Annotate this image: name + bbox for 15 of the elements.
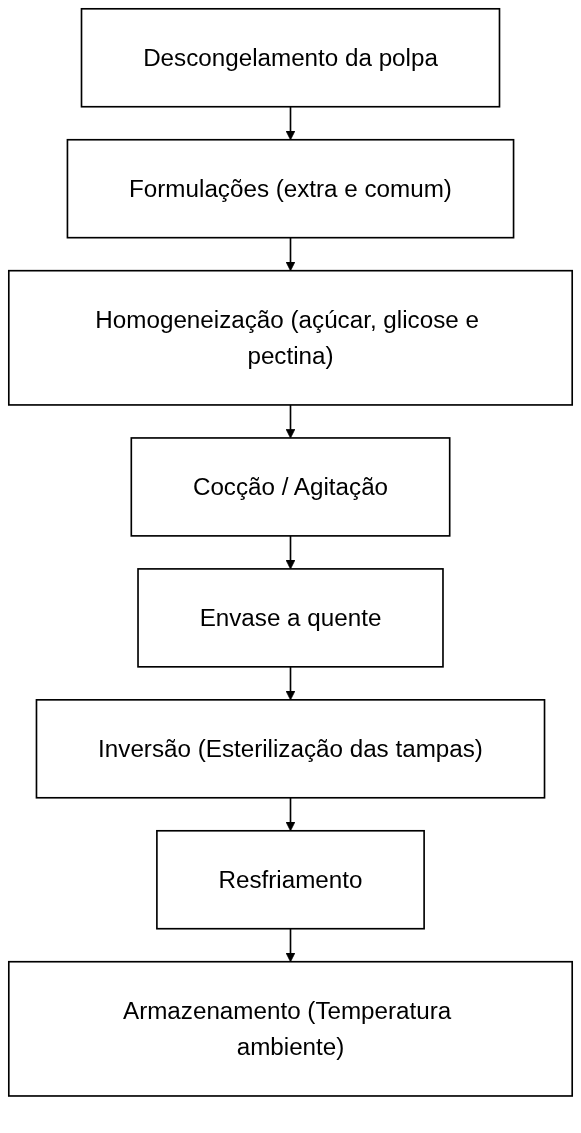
arrow — [285, 927, 296, 963]
arrow — [285, 404, 296, 439]
arrow — [285, 535, 296, 570]
node-box: Formulações (extra e comum) — [66, 138, 515, 239]
node-box: Inversão (Esterilização das tampas) — [35, 699, 546, 799]
node-box: Armazenamento (Temperatura ambiente) — [7, 960, 574, 1097]
arrow — [285, 796, 296, 832]
node-box: Resfriamento — [156, 829, 425, 930]
arrow — [285, 236, 296, 272]
node-box: Envase a quente — [137, 568, 444, 668]
node-box: Homogeneização (açúcar, glicose e pectina) — [7, 269, 574, 406]
node-box: Descongelamento da polpa — [80, 7, 501, 108]
arrow — [285, 105, 296, 141]
node-box: Cocção / Agitação — [130, 437, 451, 537]
arrow — [285, 666, 296, 701]
